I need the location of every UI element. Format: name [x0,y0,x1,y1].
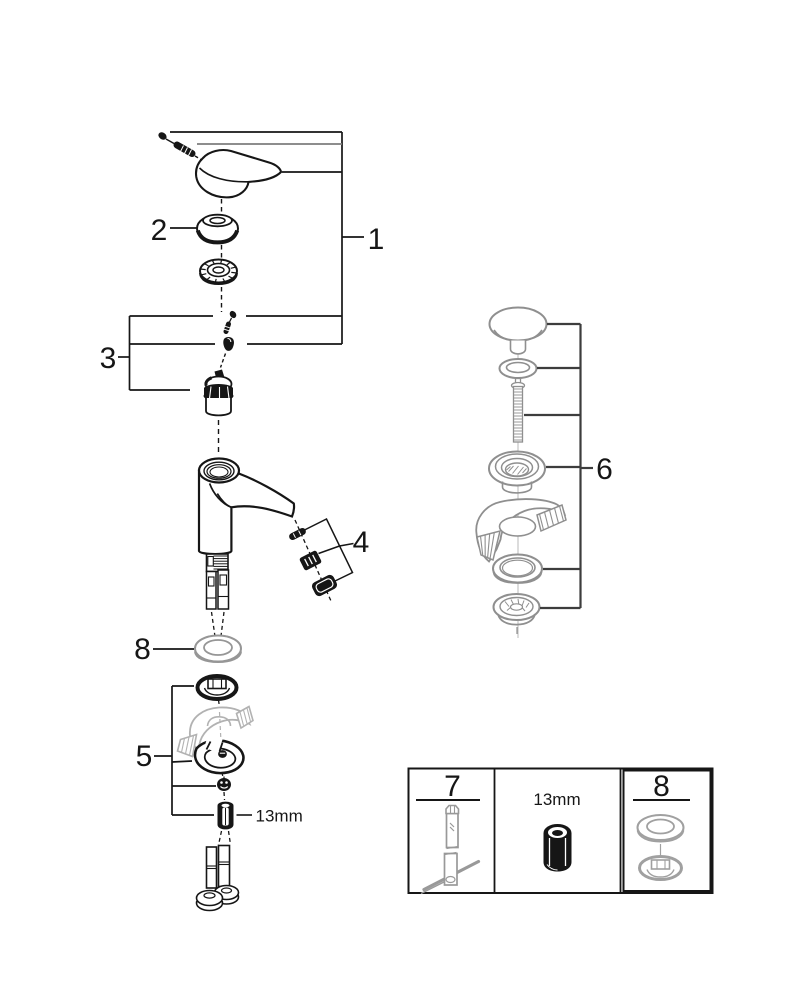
callout-label-1: 1 [368,223,385,256]
cap-nut [217,776,231,801]
faucet-body [197,457,296,556]
toolbox-label-7: 7 [444,770,461,803]
mounting-tool-icon [420,804,481,895]
aerator-seal [289,528,306,540]
drain-plug-washer [498,358,538,379]
callout-label-2: 2 [151,214,168,247]
handle-screw [158,132,207,164]
cartridge [203,369,234,455]
screw-cap [219,337,234,368]
mounting-clamp [193,733,245,779]
base-seal-ring-part-8 [194,634,242,664]
toolbox-label-8: 8 [653,770,670,803]
toolbox-cell-8-frame [622,769,712,892]
spacer-guide [176,705,254,758]
socket-nut-icon [543,824,572,872]
callout-bracket-4 [303,517,354,583]
callout-label-8: 8 [134,633,151,666]
callout-bracket-6 [524,322,593,610]
aerator-housing [311,574,338,597]
oring-with-insert [195,674,239,708]
callout-label-5: 5 [136,740,153,773]
callout-bracket-5 [154,685,216,816]
lever-handle [194,148,283,199]
drain-assembly: 6 [475,306,613,638]
drain-plug-cap [488,306,548,355]
threaded-shank [205,553,229,573]
supply-hoses [195,830,240,912]
hex-size-label: 13mm [256,807,303,826]
drain-flange [488,450,546,494]
callout-label-4: 4 [353,526,370,559]
aerator-insert [299,550,322,571]
drain-bottom-body [492,593,541,634]
seal-rings-icon [636,814,685,881]
drain-wedge-gasket [475,498,567,563]
callout-label-3: 3 [100,342,117,375]
hex-nut [217,801,234,830]
callout-label-6: 6 [596,453,613,486]
callout-bracket-3 [118,315,342,391]
drain-seal-ring [492,553,543,584]
toolbox: 7 13mm 8 [407,767,714,895]
drain-threaded-rod [510,377,526,443]
set-screw [223,310,237,334]
callout-bracket-1 [170,131,364,344]
toolbox-label-13mm: 13mm [533,790,580,809]
trim-ring-part-2 [195,213,240,245]
bearing-ring [199,258,238,286]
